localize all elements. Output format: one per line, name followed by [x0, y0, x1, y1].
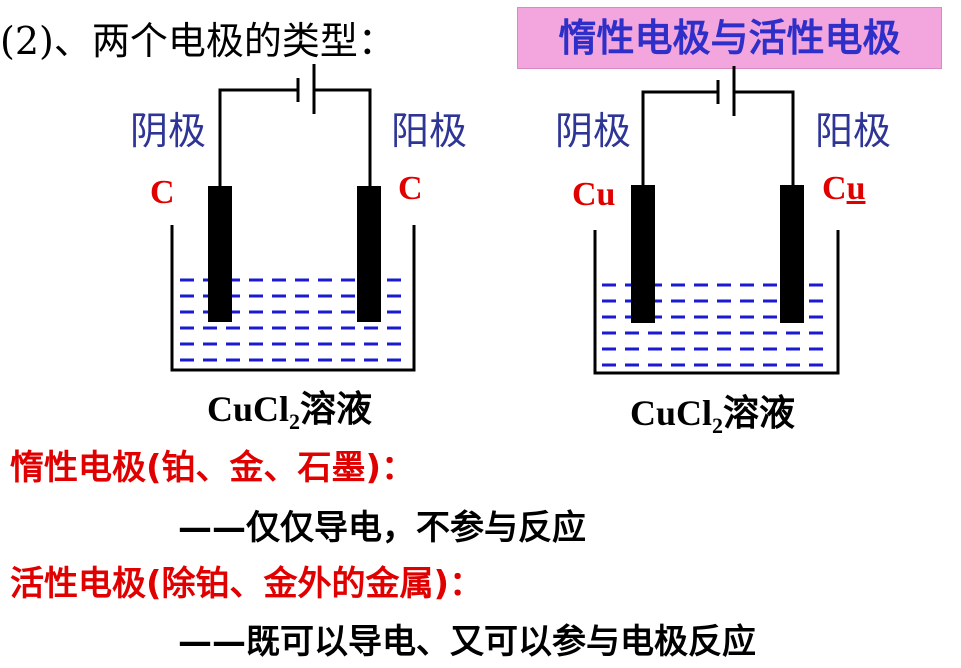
- left-anode-material: C: [398, 170, 423, 207]
- right-anode-material-prefix: C: [822, 170, 847, 207]
- inert-electrode-desc: ——仅仅导电，不参与反应: [178, 508, 586, 548]
- right-electrolytic-cell: [593, 66, 840, 375]
- left-cathode-label: 阴极: [130, 109, 207, 153]
- right-wire-anode: [734, 90, 795, 186]
- left-wire-cathode: [218, 88, 298, 188]
- active-electrode-desc: ——既可以导电、又可以参与电极反应: [178, 622, 756, 662]
- inert-electrode-title: 惰性电极(铂、金、石墨)：: [10, 448, 416, 488]
- left-anode-label: 阳极: [391, 109, 468, 153]
- right-cathode-label: 阴极: [555, 109, 632, 153]
- right-cathode-rod: [631, 185, 655, 323]
- right-wire-cathode: [641, 90, 718, 186]
- right-solution-label: CuCl2溶液: [630, 384, 795, 439]
- right-solution-subscript: 2: [712, 413, 724, 439]
- right-anode-rod: [780, 185, 804, 323]
- section-heading: (2)、两个电极的类型：: [0, 19, 396, 63]
- left-anode-rod: [357, 186, 381, 322]
- left-solution-formula: CuCl: [207, 389, 290, 429]
- left-solution-subscript: 2: [289, 409, 301, 435]
- left-solution-label: CuCl2溶液: [207, 380, 372, 435]
- left-electrolytic-cell: [170, 64, 416, 372]
- right-anode-material: Cu: [822, 170, 865, 208]
- left-cathode-material: C: [150, 174, 175, 211]
- right-solution-suffix: 溶液: [723, 393, 796, 433]
- left-wire-anode: [314, 88, 372, 188]
- right-beaker: [593, 230, 840, 375]
- left-beaker: [170, 225, 416, 372]
- right-solution-formula: CuCl: [630, 393, 713, 433]
- right-cathode-material: Cu: [572, 176, 616, 213]
- left-solution-suffix: 溶液: [300, 389, 373, 429]
- left-cathode-rod: [208, 186, 232, 322]
- active-electrode-title: 活性电极(除铂、金外的金属)：: [10, 564, 484, 604]
- topic-badge: 惰性电极与活性电极: [517, 7, 942, 69]
- right-anode-material-underlined: u: [846, 170, 866, 207]
- right-anode-label: 阳极: [815, 109, 892, 153]
